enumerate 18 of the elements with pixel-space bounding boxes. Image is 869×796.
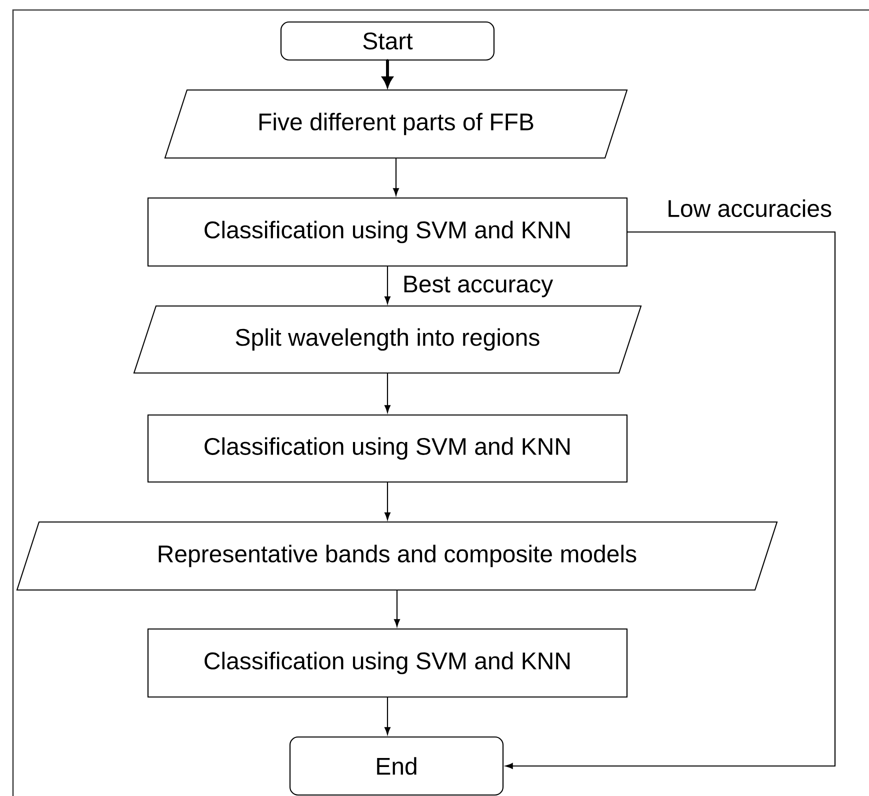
- parallelogram-box: Split wavelength into regions: [133, 305, 642, 374]
- edge-label: Best accuracy: [404, 276, 554, 298]
- arrow: [384, 266, 390, 304]
- terminal-box: Start: [280, 21, 495, 61]
- terminal-box: End: [289, 736, 504, 796]
- arrow: [394, 590, 400, 627]
- arrow: [382, 59, 393, 87]
- arrow: [384, 697, 390, 735]
- parallelogram-box: Representative bands and composite models: [16, 521, 778, 591]
- arrow: [384, 482, 390, 520]
- parallelogram-box: Five different parts of FFB: [164, 89, 628, 159]
- arrow: [505, 231, 836, 769]
- edge-label: Low accuracies: [668, 199, 832, 218]
- arrow: [384, 372, 390, 413]
- process-box: Classification using SVM and KNN: [147, 628, 628, 698]
- process-box: Classification using SVM and KNN: [147, 197, 628, 267]
- arrow: [393, 158, 399, 196]
- process-box: Classification using SVM and KNN: [147, 414, 628, 483]
